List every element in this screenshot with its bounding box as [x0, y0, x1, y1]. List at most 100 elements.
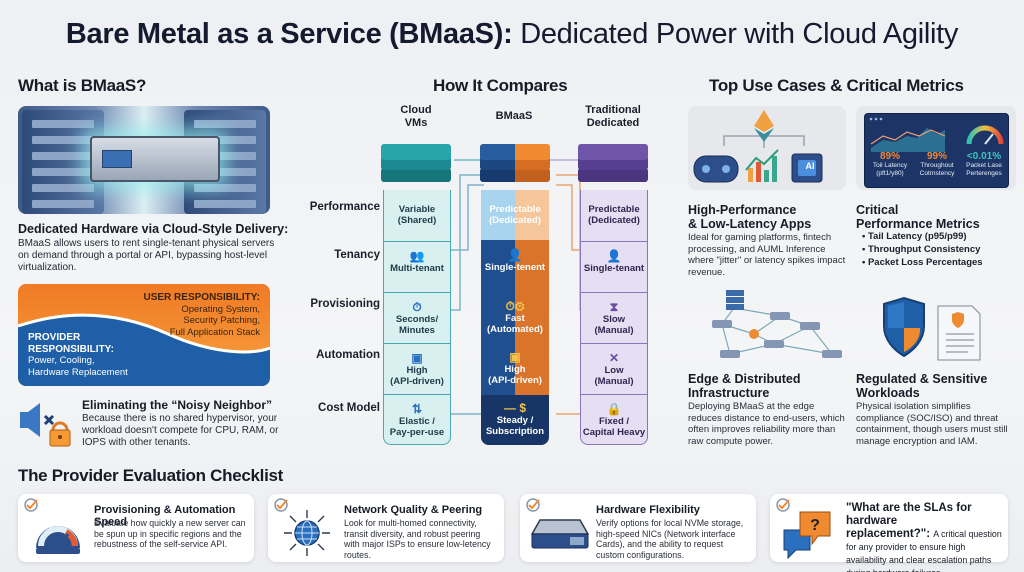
server-unit-icon	[530, 519, 590, 549]
provider-responsibility: PROVIDER RESPONSIBILITY: Power, Cooling,…	[28, 332, 128, 378]
compare-cell: ▣High(API-driven)	[383, 343, 451, 394]
ai-chip-label: AI	[805, 161, 815, 171]
compare-cell-line: (Dedicated)	[489, 215, 541, 226]
globe-network-icon	[284, 510, 330, 556]
row-label-performance: Performance	[309, 201, 380, 213]
metric-label: Cotrnstency	[919, 169, 955, 177]
section-title-use-cases: Top Use Cases & Critical Metrics	[709, 76, 964, 95]
section-title-compare: How It Compares	[433, 76, 568, 95]
compare-cell-line: High	[504, 364, 526, 375]
compare-cell-line: Capital Heavy	[582, 427, 646, 438]
checklist-text: Look for multi-homed connectivity, trans…	[344, 518, 491, 560]
question-chat-icon: ?	[783, 511, 831, 560]
metrics-title-line: Performance Metrics	[856, 217, 980, 231]
checklist-text: Verify options for local NVMe storage, h…	[596, 518, 744, 560]
column-head-line: VMs	[404, 117, 428, 129]
metric-readout: 89%Toil Latency(pft1/y80)	[866, 151, 914, 177]
metric-label: Throughout	[920, 162, 954, 169]
metric-value: 99%	[926, 151, 947, 162]
compare-cell: Predictable(Dedicated)	[580, 190, 648, 241]
hp-apps-illustration: AI	[688, 106, 846, 190]
compare-cell-line: (API-driven)	[488, 375, 542, 386]
column-head-line: Traditional	[585, 104, 641, 116]
coin-icon: — $	[503, 401, 526, 415]
sla-title-line: replacement?":	[846, 528, 931, 540]
compare-cell-line: High	[406, 365, 428, 376]
noisy-neighbor-text: Because there is no shared hypervisor, y…	[82, 413, 279, 448]
edge-title-line: Infrastructure	[688, 386, 770, 400]
server-icon	[90, 136, 220, 182]
compare-cell-line: Variable	[398, 204, 436, 215]
compare-cell-line: Single-tenant	[583, 263, 645, 274]
compare-cell: ⇅Elastic /Pay-per-use	[383, 394, 451, 445]
metrics-bullet: Tail Latency (p95/p99)	[862, 230, 983, 243]
edge-network-icon	[712, 290, 842, 358]
tools-icon: ✕	[608, 351, 620, 365]
speedometer-icon	[36, 526, 80, 554]
chip-icon: ▣	[509, 350, 521, 364]
checklist-title: "What are the SLAs for hardware replacem…	[846, 502, 1008, 572]
compare-cell: ✕Low(Manual)	[580, 343, 648, 394]
stopwatch-gear-icon: ⏱⚙	[505, 299, 525, 313]
muted-speaker-lock-icon	[20, 403, 71, 447]
metrics-bullet-list: Tail Latency (p95/p99) Throughput Consis…	[862, 230, 983, 269]
column-head-line: Cloud	[400, 104, 432, 116]
row-label-automation: Automation	[316, 349, 380, 361]
provider-resp-title: PROVIDER	[28, 332, 81, 343]
page-title-light: Dedicated Power with Cloud Agility	[520, 18, 959, 50]
hp-icons	[693, 110, 823, 183]
check-icon	[526, 498, 540, 512]
compare-cell: ⏱⚙Fast(Automated)	[481, 292, 549, 343]
regulated-title-line: Regulated & Sensitive	[856, 372, 988, 386]
metrics-title-line: Critical	[856, 203, 899, 217]
column-head-bmaas: BMaaS	[495, 110, 533, 122]
regulated-title-line: Workloads	[856, 386, 920, 400]
checklist-text: A critical question for any provider to …	[846, 529, 1002, 572]
page-title-strong: Bare Metal as a Service (BMaaS):	[65, 18, 513, 50]
compare-cell: Predictable(Dedicated)	[481, 190, 549, 241]
compare-cell: ▣High(API-driven)	[481, 343, 549, 394]
sla-title-line: "What are the SLAs for hardware	[846, 502, 972, 527]
single-user-icon: 👤	[507, 248, 523, 262]
column-head-traditional: Traditional Dedicated	[573, 104, 653, 130]
check-icon	[24, 498, 38, 512]
compare-cell: 🔒Fixed /Capital Heavy	[580, 394, 648, 445]
compare-cell: Variable(Shared)	[383, 190, 451, 241]
hp-title-line: & Low-Latency Apps	[688, 217, 812, 231]
compare-cell-line: Steady /	[496, 415, 534, 426]
compare-cell-line: (Automated)	[487, 324, 543, 335]
compare-cell-line: Predictable	[588, 204, 640, 215]
compare-cell-line: Elastic /	[399, 416, 435, 427]
hp-apps-title: High-Performance & Low-Latency Apps	[688, 203, 811, 231]
compare-cell-line: Multi-tenant	[390, 263, 444, 274]
shield-document-icon	[883, 296, 981, 361]
checklist-card-sla: ? "What are the SLAs for hardware replac…	[770, 494, 1008, 572]
compare-cell-line: (Shared)	[397, 215, 437, 226]
compare-cell: 👤Single-tenent	[481, 241, 549, 292]
compare-cell-line: Subscription	[485, 426, 545, 437]
users-group-icon: 👥	[409, 249, 425, 263]
hp-apps-text: Ideal for gaming platforms, fintech proc…	[688, 232, 846, 278]
svg-text:?: ?	[810, 517, 820, 534]
metrics-dashboard	[864, 113, 1009, 188]
compare-cell-line: (Manual)	[594, 325, 634, 336]
noisy-neighbor-title: Eliminating the “Noisy Neighbor”	[82, 398, 273, 412]
metrics-chart-icon	[869, 117, 1004, 152]
user-resp-line: Operating System,	[181, 303, 260, 315]
metric-label: Packet Lase	[966, 162, 1002, 169]
server-rack-illustration	[18, 106, 270, 214]
checklist-text: Evaluate how quickly a new server can be…	[94, 518, 246, 549]
compare-cell-line: (Dedicated)	[588, 215, 640, 226]
compare-cell: — $Steady /Subscription	[481, 394, 549, 445]
cloud-vm-stack-icon	[381, 140, 451, 190]
user-resp-line: Full Application Stack	[169, 326, 260, 338]
metric-value: <0.01%	[966, 151, 1002, 162]
edge-title: Edge & Distributed Infrastructure	[688, 372, 801, 400]
checklist-card-hardware: Hardware Flexibility Verify options for …	[520, 494, 756, 562]
compare-cell: 👤Single-tenant	[580, 241, 648, 292]
compare-cell-line: Fast	[505, 313, 525, 324]
regulated-title: Regulated & Sensitive Workloads	[856, 372, 987, 400]
compare-cell: ⏱Seconds/Minutes	[383, 292, 451, 343]
